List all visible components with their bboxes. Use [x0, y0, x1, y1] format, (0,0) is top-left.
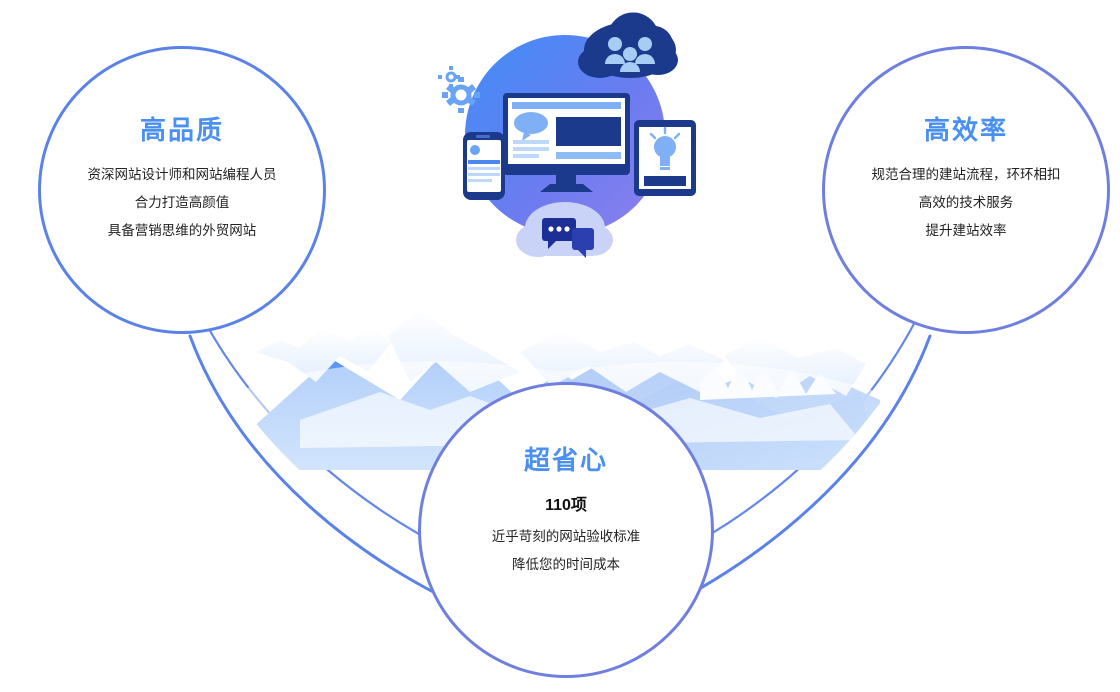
quality-line-2: 合力打造高颜值 — [134, 195, 230, 210]
efficiency-title: 高效率 — [923, 115, 1008, 145]
feature-circle-quality[interactable]: 高品质 资深网站设计师和网站编程人员 合力打造高颜值 具备营销思维的外贸网站 — [38, 46, 326, 334]
worryfree-title: 超省心 — [523, 445, 608, 475]
feature-circle-worryfree[interactable]: 超省心 110项 近乎苛刻的网站验收标准 降低您的时间成本 — [418, 382, 714, 678]
cloud-people-icon — [578, 12, 678, 78]
arc-left-outer — [188, 334, 472, 612]
quality-title: 高品质 — [139, 115, 224, 145]
worryfree-highlight: 110项 — [545, 497, 587, 514]
worryfree-line-2: 降低您的时间成本 — [512, 557, 620, 572]
quality-line-1: 资深网站设计师和网站编程人员 — [87, 167, 277, 182]
quality-line-3: 具备营销思维的外贸网站 — [107, 223, 257, 238]
desktop-monitor-icon — [503, 93, 630, 192]
efficiency-line-2: 高效的技术服务 — [918, 195, 1014, 210]
gears-icon — [438, 66, 480, 113]
snow-cap-left — [255, 328, 392, 382]
smartphone-icon — [463, 132, 505, 200]
feature-circle-efficiency[interactable]: 高效率 规范合理的建站流程，环环相扣 高效的技术服务 提升建站效率 — [822, 46, 1110, 334]
efficiency-line-1: 规范合理的建站流程，环环相扣 — [871, 167, 1061, 182]
tablet-lightbulb-icon — [634, 120, 696, 196]
efficiency-line-3: 提升建站效率 — [925, 223, 1007, 238]
worryfree-line-1: 近乎苛刻的网站验收标准 — [491, 529, 641, 544]
cloud-chat-icon — [516, 202, 613, 258]
